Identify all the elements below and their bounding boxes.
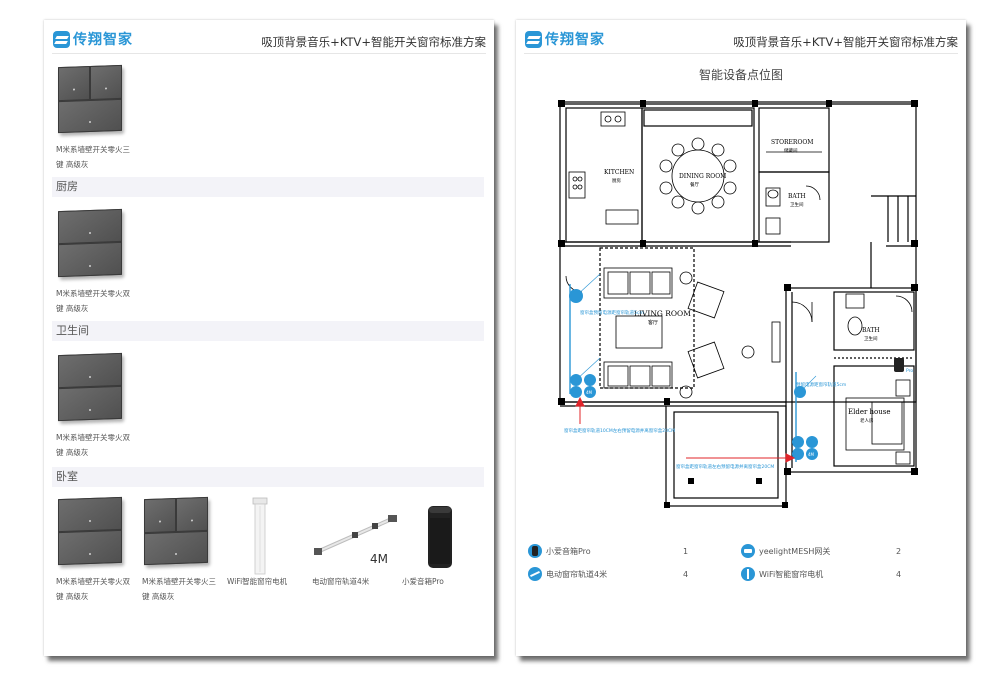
annotation-a1: 窗帘盒预留电源距窗帘轨道5cm	[580, 309, 644, 316]
legend-speaker-count: 1	[683, 547, 689, 556]
rail-tag: 4M	[586, 390, 593, 395]
section-kitchen: 厨房	[52, 177, 484, 197]
rail-length-label: 4M	[370, 552, 388, 566]
brand-name: 传翔智家	[73, 32, 133, 48]
header-divider	[52, 53, 486, 54]
product-caption: M米系墙壁开关零火三 键 高级灰	[56, 145, 130, 169]
annotation-a2: 窗帘盒距窗帘轨道10CM左右预留电源并离窗帘盒20CM	[564, 427, 675, 434]
curtain-rail-marker	[806, 448, 818, 460]
room-living-sub: 客厅	[648, 319, 658, 326]
product-xiaoai-speaker: 小爱音箱Pro	[402, 496, 482, 589]
product-curtain-rail: 4M 电动窗帘轨道4米	[312, 496, 397, 589]
product-switch-double-bedroom: M米系墙壁开关零火双 键 高级灰	[56, 496, 136, 604]
product-caption: M米系墙壁开关零火双 键 高级灰	[56, 577, 130, 601]
section-bathroom: 卫生间	[52, 321, 484, 341]
room-dining: DINING ROOM	[679, 173, 726, 180]
rail-tag: 4M	[808, 452, 815, 457]
triple-switch-image	[142, 496, 210, 568]
room-bath2: BATH	[862, 327, 880, 334]
header-divider	[524, 53, 958, 54]
triple-switch-image	[56, 64, 124, 136]
brand-name: 传翔智家	[545, 32, 605, 48]
double-switch-image	[56, 208, 124, 280]
room-kitchen-sub: 厨房	[612, 177, 621, 184]
plan-title: 智能设备点位图	[698, 68, 783, 82]
legend-curtain-motor-count: 4	[896, 570, 902, 579]
legend-gateway: yeelightMESH网关	[741, 544, 830, 558]
curtain-motor-marker	[570, 386, 582, 398]
curtain-rail-marker	[584, 386, 596, 398]
legend-speaker: 小爱音箱Pro	[528, 544, 591, 558]
product-switch-triple-bedroom: M米系墙壁开关零火三 键 高级灰	[142, 496, 222, 604]
room-kitchen: KITCHEN	[604, 169, 634, 176]
product-caption: WiFi智能窗帘电机	[227, 577, 288, 586]
logo-mark-icon	[525, 30, 542, 48]
product-caption: 电动窗帘轨道4米	[312, 577, 370, 586]
annotation-a4: 预留电源距窗帘轨道5cm	[796, 381, 846, 388]
floor-plan: KITCHEN 厨房 DINING ROOM 餐厅 STOREROOM 储藏间 …	[558, 100, 918, 508]
legend-gateway-count: 2	[896, 547, 902, 556]
room-bath1: BATH	[788, 193, 806, 200]
product-caption: M米系墙壁开关零火双 键 高级灰	[56, 433, 130, 457]
double-switch-image	[56, 496, 124, 568]
curtain-motor-marker	[792, 448, 804, 460]
curtain-rail-marker	[806, 436, 818, 448]
legend-curtain-motor: WiFi智能窗帘电机	[741, 567, 823, 581]
right-header-title: 吸顶背景音乐+KTV+智能开关窗帘标准方案	[733, 35, 958, 49]
room-bath2-sub: 卫生间	[864, 335, 878, 342]
left-header-title: 吸顶背景音乐+KTV+智能开关窗帘标准方案	[261, 35, 486, 49]
gateway-icon	[741, 544, 755, 558]
speaker-tag: Pro	[906, 368, 913, 374]
curtain-rail-image: 4M	[312, 496, 397, 568]
curtain-rail-marker	[584, 374, 596, 386]
legend-curtain-rail-count: 4	[683, 570, 689, 579]
product-curtain-motor: WiFi智能窗帘电机	[227, 496, 307, 589]
speaker-image	[402, 496, 470, 568]
room-living: LIVING ROOM	[634, 309, 691, 318]
product-caption: M米系墙壁开关零火双 键 高级灰	[56, 289, 130, 313]
double-switch-image	[56, 352, 124, 424]
logo-mark-icon	[53, 30, 70, 48]
room-bath1-sub: 卫生间	[790, 201, 804, 208]
brand-logo: 传翔智家	[53, 29, 133, 49]
room-dining-sub: 餐厅	[690, 181, 699, 188]
room-storeroom-sub: 储藏间	[784, 147, 798, 154]
room-elder: Elder house	[848, 408, 891, 416]
product-switch-double-bathroom: M米系墙壁开关零火双 键 高级灰	[56, 352, 136, 460]
room-elder-sub: 老人房	[860, 417, 874, 424]
room-storeroom: STOREROOM	[771, 139, 813, 146]
product-caption: 小爱音箱Pro	[402, 577, 444, 586]
brand-logo: 传翔智家	[525, 29, 605, 49]
curtain-motor-image	[227, 496, 295, 575]
curtain-motor-icon	[741, 567, 755, 581]
left-page: 传翔智家 吸顶背景音乐+KTV+智能开关窗帘标准方案 M米系墙壁开关零火三 键 …	[44, 20, 494, 656]
annotation-a3: 窗帘盒距窗帘轨道左右预留电源并离窗帘盒20CM	[676, 463, 774, 470]
product-switch-triple-top: M米系墙壁开关零火三 键 高级灰	[56, 64, 136, 172]
right-page: 传翔智家 吸顶背景音乐+KTV+智能开关窗帘标准方案 智能设备点位图	[516, 20, 966, 656]
speaker-icon	[528, 544, 542, 558]
speaker-marker	[894, 358, 904, 372]
legend-curtain-rail: 电动窗帘轨道4米	[528, 567, 607, 581]
section-bedroom: 卧室	[52, 467, 484, 487]
curtain-rail-icon	[528, 567, 542, 581]
curtain-motor-marker	[792, 436, 804, 448]
product-switch-double-kitchen: M米系墙壁开关零火双 键 高级灰	[56, 208, 136, 316]
product-caption: M米系墙壁开关零火三 键 高级灰	[142, 577, 216, 601]
